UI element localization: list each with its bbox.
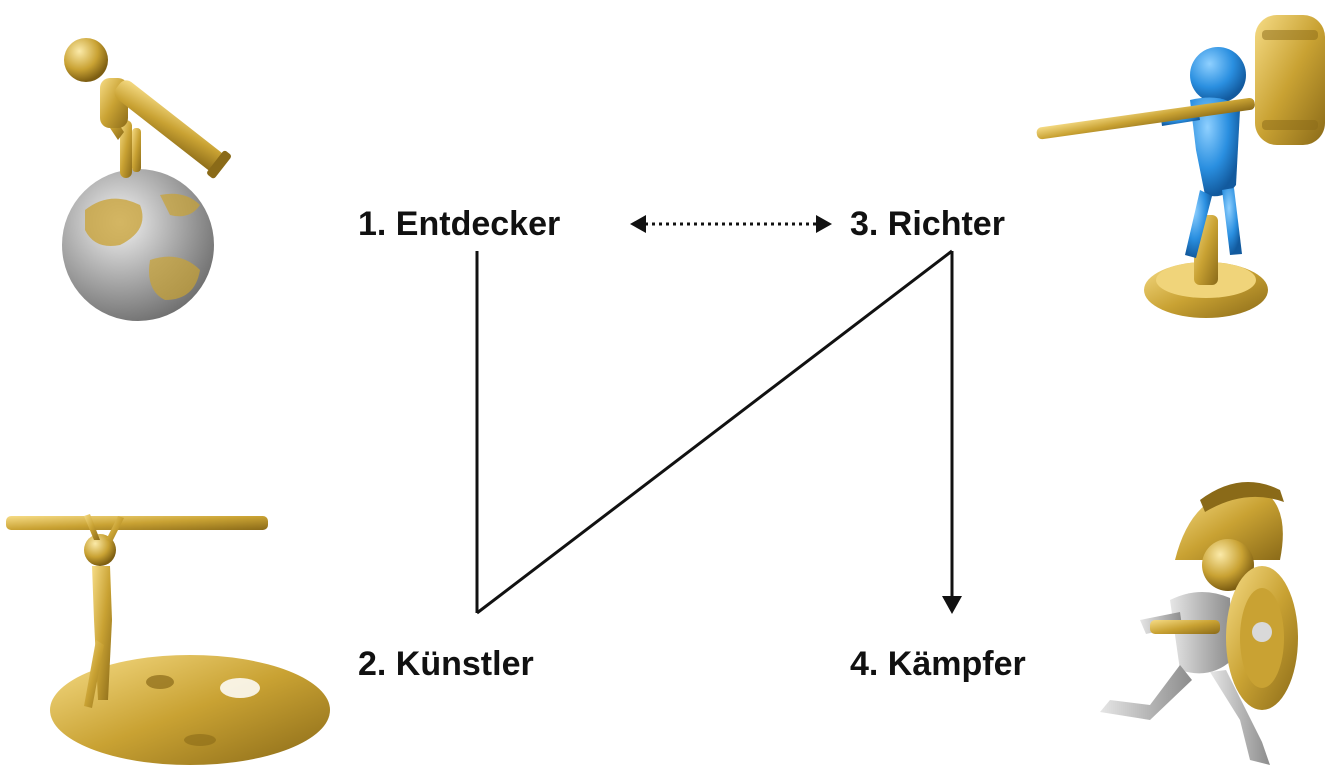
- arrowhead-right-icon: [816, 215, 832, 233]
- node-label-kuenstler: 2. Künstler: [358, 645, 534, 683]
- edge-1-3-dotted-arrow: [630, 215, 832, 233]
- edge-2-3-line: [476, 249, 953, 615]
- edge-3-4-arrow: [942, 251, 962, 614]
- arrowhead-down-icon: [942, 596, 962, 614]
- figure-painter-palette-icon: [6, 514, 330, 765]
- figure-judge-gavel-icon: [1036, 15, 1325, 318]
- figure-warrior-shield-icon: [1100, 482, 1298, 765]
- node-label-richter: 3. Richter: [850, 205, 1005, 243]
- arrowhead-left-icon: [630, 215, 646, 233]
- node-label-kaempfer: 4. Kämpfer: [850, 645, 1026, 683]
- node-label-entdecker: 1. Entdecker: [358, 205, 561, 243]
- figure-globe-telescope-icon: [62, 38, 231, 321]
